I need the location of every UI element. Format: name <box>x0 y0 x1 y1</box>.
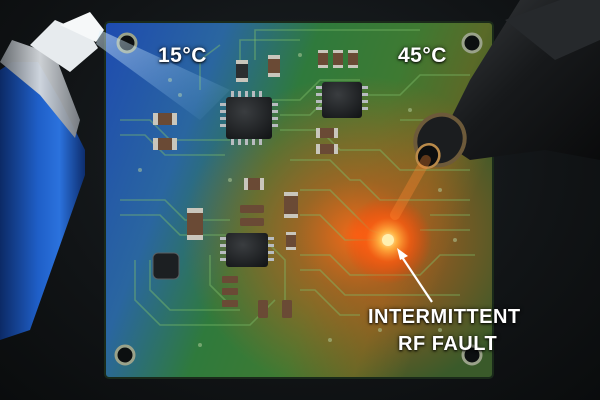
hot-air-nozzle <box>390 0 600 220</box>
inductor <box>152 252 180 280</box>
fault-label-line-1: INTERMITTENT <box>368 306 521 328</box>
ic-chip-main <box>220 91 278 145</box>
cold-temperature-label: 15°C <box>158 44 207 67</box>
fault-arrow <box>397 248 433 303</box>
freeze-spray-can <box>0 12 230 340</box>
hot-temperature-label: 45°C <box>398 44 447 67</box>
smd-components <box>153 50 358 318</box>
ic-chip-top-right <box>316 82 368 118</box>
mounting-holes <box>114 32 483 366</box>
ic-chip-lower <box>220 233 274 267</box>
fault-glow <box>344 196 432 284</box>
fault-label-line-2: RF FAULT <box>398 333 498 355</box>
